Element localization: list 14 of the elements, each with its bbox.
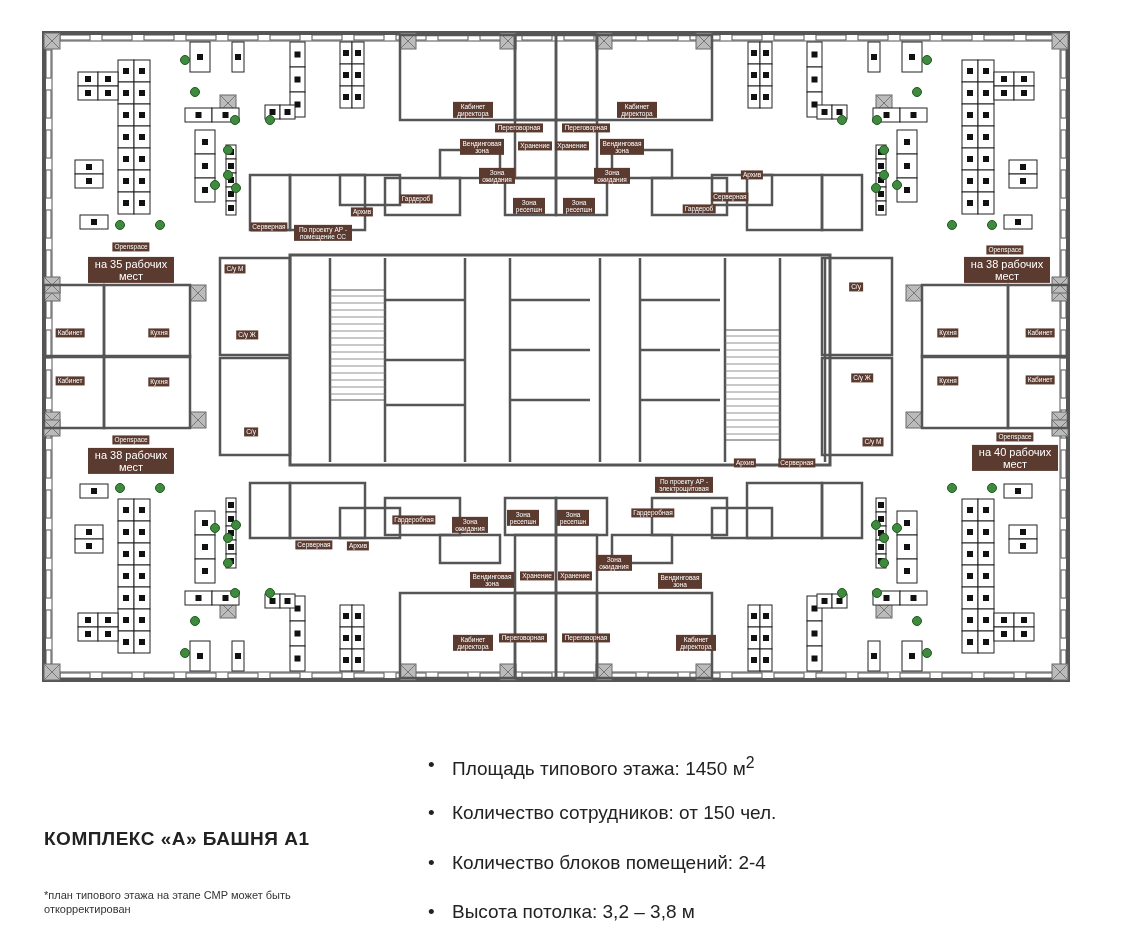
fact-text: Количество сотрудников: от 150 чел.: [452, 802, 777, 824]
capacity-tag: на 40 рабочих мест: [972, 444, 1058, 472]
capacity-tag: на 38 рабочих мест: [964, 256, 1050, 284]
fact-text: Высота потолка: 3,2 – 3,8 м: [452, 901, 695, 923]
bullet: •: [428, 754, 435, 776]
bullet: •: [428, 802, 435, 824]
bullet: •: [428, 901, 435, 923]
capacity-tag: на 38 рабочих мест: [88, 447, 174, 475]
fact-text: Количество блоков помещений: 2-4: [452, 852, 766, 874]
footnote: *план типового этажа на этапе СМР может быть откорректирован: [44, 888, 292, 917]
title: КОМПЛЕКС «А» БАШНЯ А1: [44, 828, 310, 850]
bullet: •: [428, 852, 435, 874]
fact-text: Площадь типового этажа: 1450 м$^{2}$: [452, 754, 755, 781]
capacity-tag: на 35 рабочих мест: [88, 256, 174, 284]
